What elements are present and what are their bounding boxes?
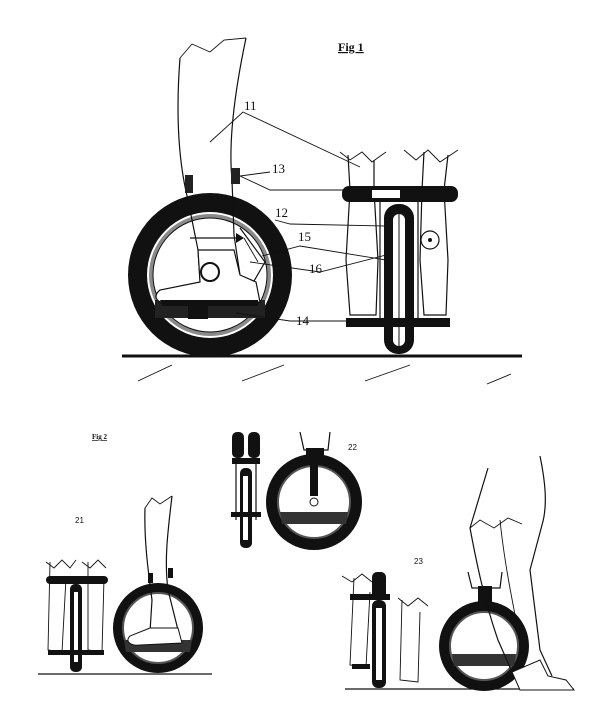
numeral-16: 16 [309,261,323,276]
numeral-15: 15 [298,229,311,244]
numeral-12: 12 [275,205,288,220]
numeral-23: 23 [414,557,423,566]
numeral-14: 14 [296,313,310,328]
fig1-rider-leg [155,37,261,306]
fig2-view-23: 23 [341,455,576,691]
numeral-11: 11 [244,98,257,113]
numeral-21: 21 [75,516,84,525]
fig2-view-22: 22 [231,431,362,550]
fig2-view-21: 21 [38,495,212,675]
figure-1: Fig 1 [122,37,522,385]
figure-1-title: Fig 1 [338,40,364,54]
fig1-leader-lines [209,111,387,322]
numeral-13: 13 [272,161,285,176]
fig1-ground [122,354,522,385]
figure-2: Fig 2 21 22 [38,431,576,691]
numeral-22: 22 [348,443,357,452]
figure-2-title: Fig 2 [92,433,107,441]
fig1-front-view [339,149,459,354]
